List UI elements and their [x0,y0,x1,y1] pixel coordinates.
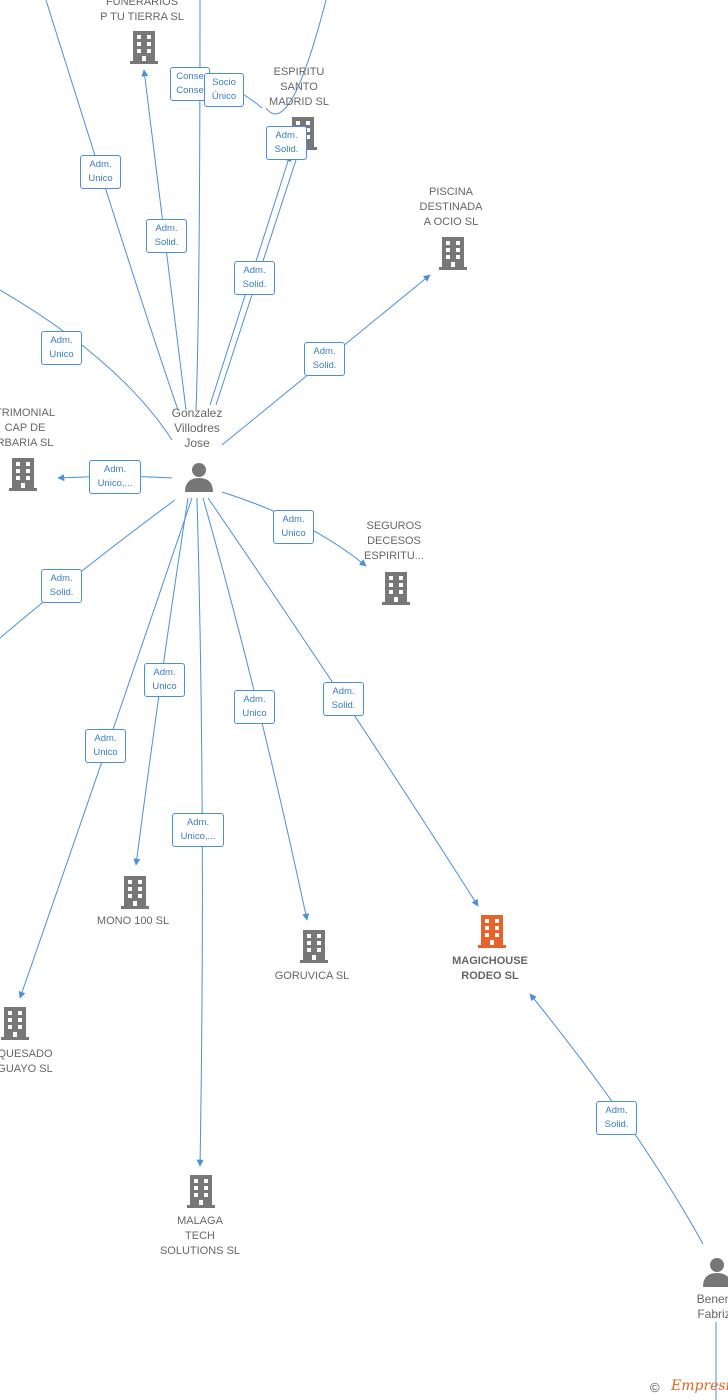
company-label[interactable]: QUESADO GUAYO SL [0,1048,53,1075]
company-icon [439,237,467,270]
edge-badge[interactable]: Adm. Solid. [146,219,187,253]
company-icon [9,458,37,491]
edge-badge[interactable]: Adm. Unico,... [172,813,224,847]
company-icon [187,1175,215,1208]
edge-badge[interactable]: Adm. Solid. [41,569,82,603]
edge-badge[interactable]: Adm. Solid. [266,126,307,160]
edge-badge[interactable]: Socio Único [204,73,244,107]
company-label[interactable]: ESPIRITU SANTO MADRID SL [269,66,329,108]
edge-badge[interactable]: Adm. Unico [85,729,126,763]
company-label[interactable]: PISCINA DESTINADA A OCIO SL [419,186,483,228]
edge-badge[interactable]: Adm. Solid. [596,1101,637,1135]
edge-badge[interactable]: Adm. Solid. [323,682,364,716]
edge-line [0,289,173,441]
edge-badge[interactable]: Adm. Unico,... [89,460,141,494]
edge-badge[interactable]: Adm. Solid. [304,342,345,376]
edge-badge[interactable]: Adm. Unico [80,155,121,189]
company-icon [130,31,158,64]
edge-badge[interactable]: Adm. Unico [41,331,82,365]
company-icon-highlighted [478,915,506,948]
company-icon [300,930,328,963]
person-label[interactable]: Benen Fabriz [696,1292,728,1321]
person-icon [703,1258,728,1287]
company-label[interactable]: GORUVICA SL [274,970,350,982]
company-label-highlighted[interactable]: MAGICHOUSE RODEO SL [452,955,528,982]
company-label[interactable]: MONO 100 SL [96,915,170,927]
edge-badge[interactable]: Conse Conse [170,67,210,101]
company-icon [121,876,149,909]
person-icon [185,463,213,492]
edge-badge[interactable]: Adm. Solid. [234,261,275,295]
company-label[interactable]: MALAGA TECH SOLUTIONS SL [159,1215,241,1257]
company-icon [1,1007,29,1040]
copyright-symbol: © [650,1380,660,1395]
edge-badge[interactable]: Adm. Unico [144,663,185,697]
person-label[interactable]: Gonzalez Villodres Jose [171,406,223,450]
company-label[interactable]: FUNERARIOS P TU TIERRA SL [100,0,184,23]
edge-badge[interactable]: Adm. Unico [273,510,314,544]
edge-badge[interactable]: Adm. Unico [234,690,275,724]
brand-logo: Empresia [671,1378,728,1394]
edge-line [265,0,327,115]
edge-line [195,0,201,411]
company-label[interactable]: TRIMONIAL CAP DE RBARIA SL [0,407,55,449]
edge-line [0,499,176,639]
company-label[interactable]: SEGUROS DECESOS ESPIRITU... [364,520,424,562]
company-icon [382,572,410,605]
edge-line [45,0,179,411]
